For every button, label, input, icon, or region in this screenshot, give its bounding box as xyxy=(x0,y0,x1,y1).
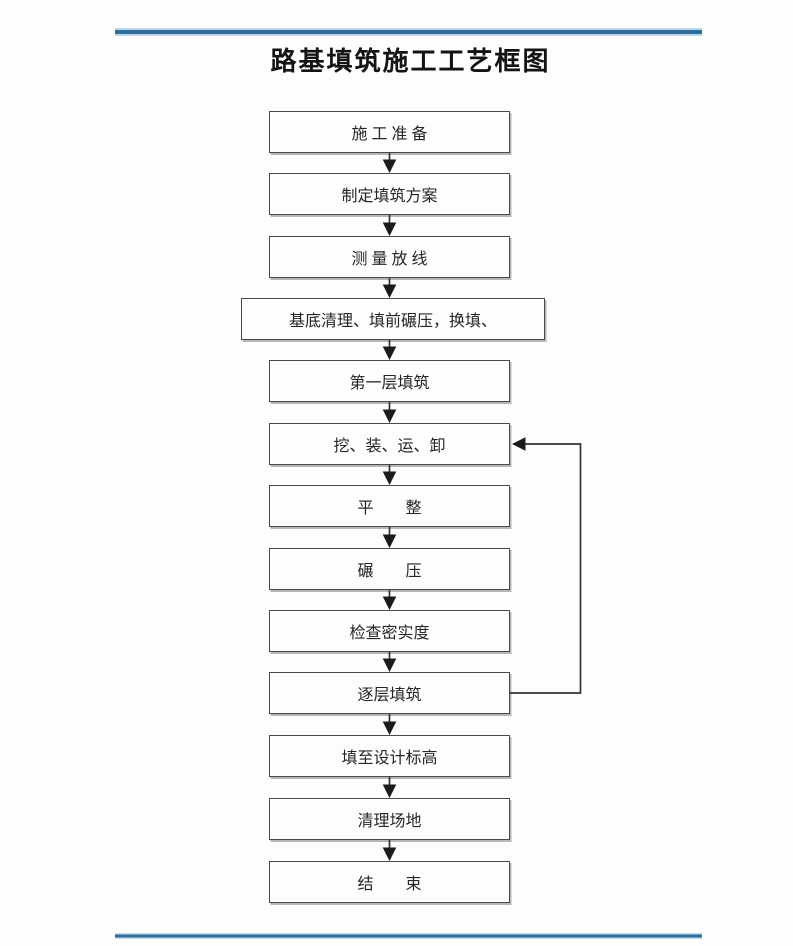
flow-step-label: 第一层填筑 xyxy=(349,375,430,392)
bottom-rule xyxy=(115,933,702,939)
flow-step-base-cleanup-precompaction-replacement: 基底清理、填前碾压，换填、 xyxy=(241,298,545,340)
flow-step-label: 测 量 放 线 xyxy=(351,251,428,268)
top-rule xyxy=(115,28,702,36)
flow-step-make-filling-plan: 制定填筑方案 xyxy=(269,173,510,215)
flow-step-check-compactness: 检查密实度 xyxy=(269,610,510,652)
flow-step-label: 逐层填筑 xyxy=(357,687,422,704)
flow-step-site-cleanup: 清理场地 xyxy=(269,798,510,840)
flow-step-label: 填至设计标高 xyxy=(341,750,438,767)
flow-step-label: 施 工 准 备 xyxy=(351,126,428,143)
feedback-loop-arrow xyxy=(510,437,582,694)
flow-step-rolling-compaction: 碾 压 xyxy=(269,548,510,590)
flow-step-end: 结 束 xyxy=(269,861,510,903)
flow-step-label: 挖、装、运、卸 xyxy=(333,438,446,455)
flow-step-survey-layout: 测 量 放 线 xyxy=(269,236,510,278)
flow-step-label: 碾 压 xyxy=(357,563,422,580)
flow-step-first-layer-filling: 第一层填筑 xyxy=(269,360,510,402)
flow-step-layer-by-layer-filling: 逐层填筑 xyxy=(269,672,510,714)
flow-step-construction-preparation: 施 工 准 备 xyxy=(269,111,510,153)
page-title: 路基填筑施工工艺框图 xyxy=(270,46,551,76)
flow-step-label: 平 整 xyxy=(357,500,422,517)
flow-step-excavate-load-transport-unload: 挖、装、运、卸 xyxy=(269,423,510,465)
flow-step-label: 制定填筑方案 xyxy=(341,188,438,205)
flow-step-label: 检查密实度 xyxy=(349,625,430,642)
flow-step-label: 清理场地 xyxy=(357,813,422,830)
flow-step-label: 结 束 xyxy=(357,876,422,893)
flow-step-label: 基底清理、填前碾压，换填、 xyxy=(288,313,497,330)
flow-step-leveling: 平 整 xyxy=(269,485,510,527)
flow-step-fill-to-design-elevation: 填至设计标高 xyxy=(269,735,510,777)
